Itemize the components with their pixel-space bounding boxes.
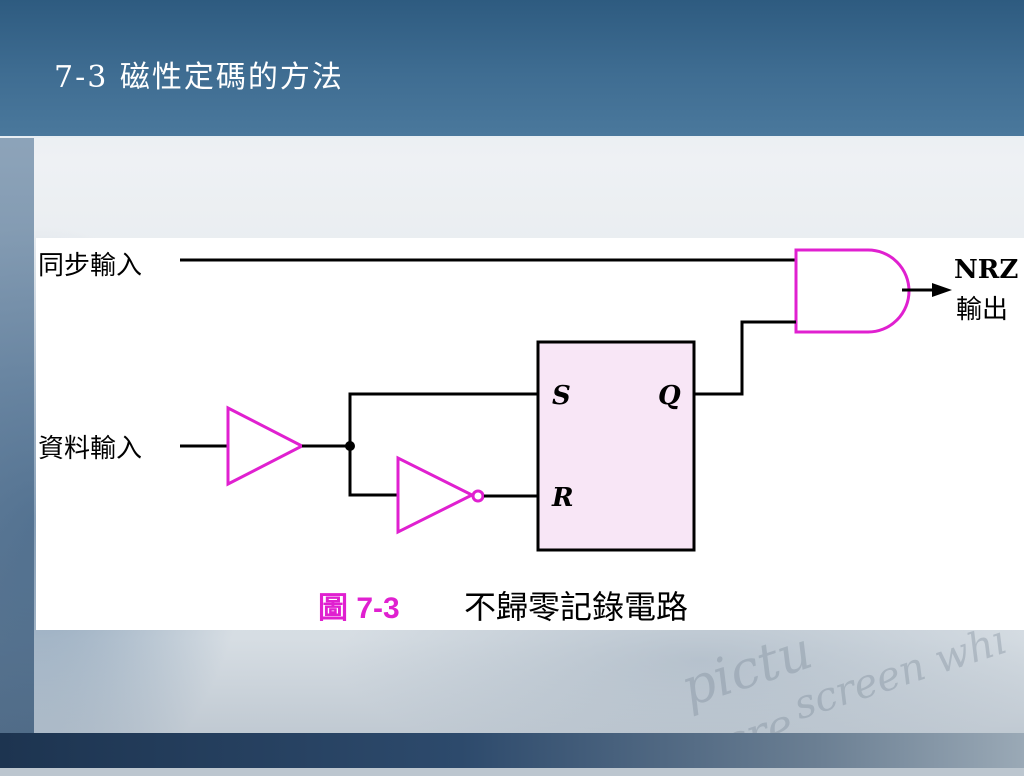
buffer-gate (226, 405, 306, 487)
sync-input-label: 同步輸入 (38, 251, 142, 281)
bottom-decorative-band (0, 733, 1024, 768)
inverter-gate (396, 455, 476, 535)
figure-number: 圖 7-3 (318, 592, 400, 625)
left-decorative-rail (0, 138, 34, 768)
q-to-and-wire (694, 320, 796, 396)
sr-flipflop (536, 340, 696, 552)
and-gate (794, 248, 911, 334)
inverter-input-wire (348, 446, 398, 497)
inverter-bubble (471, 489, 485, 503)
nrz-output-label-2: 輸出 (956, 295, 1008, 325)
slide-header: 7-3 磁性定碼的方法 (0, 0, 1024, 138)
s-input-wire (348, 392, 538, 446)
nrz-output-label: NRZ (954, 255, 1018, 285)
figure-caption: 不歸零記錄電路 (464, 588, 688, 626)
flipflop-r-pin: R (551, 483, 574, 513)
slide-title: 7-3 磁性定碼的方法 (54, 60, 344, 95)
output-arrow-icon (932, 283, 952, 297)
nrz-circuit-diagram: 同步輸入 資料輸入 NRZ 輸出 S R Q 圖 7-3 不歸零 (38, 248, 1018, 626)
flipflop-q-pin: Q (658, 381, 681, 411)
circuit-figure: 同步輸入 資料輸入 NRZ 輸出 S R Q 圖 7-3 不歸零 (36, 238, 1024, 630)
data-input-label: 資料輸入 (38, 434, 142, 464)
flipflop-s-pin: S (552, 381, 571, 411)
